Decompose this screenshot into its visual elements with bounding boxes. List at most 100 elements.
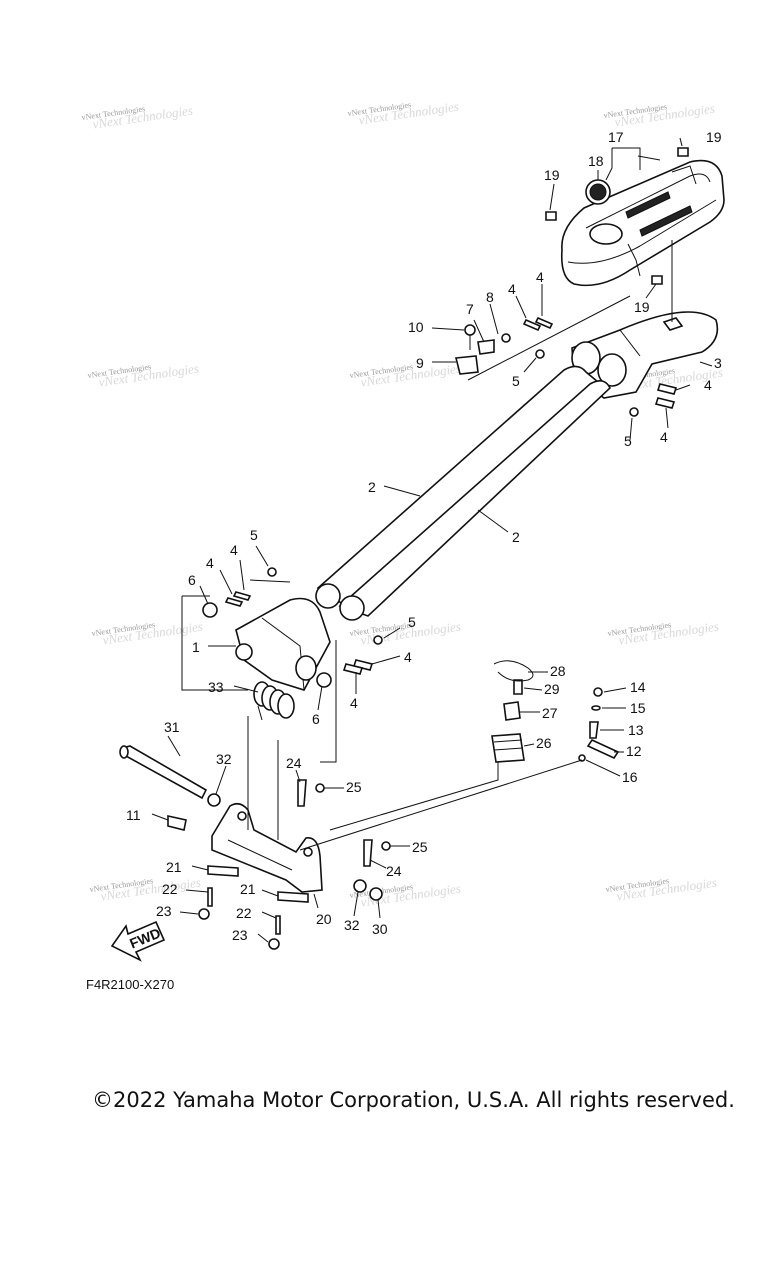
callout-4: 4 — [536, 269, 544, 285]
emblem — [585, 179, 611, 205]
callout-18: 18 — [588, 153, 604, 169]
screw-14 — [593, 687, 603, 697]
fwd-arrow: FWD — [110, 920, 166, 962]
callout-27: 27 — [542, 705, 558, 721]
callout-25: 25 — [412, 839, 428, 855]
cable-end — [513, 679, 523, 695]
callout-28: 28 — [550, 663, 566, 679]
callout-22: 22 — [162, 881, 178, 897]
callout-33: 33 — [208, 679, 224, 695]
watermark: vNext Technologies vNext Technologies — [91, 619, 204, 648]
reference-lines — [181, 155, 673, 851]
watermark: vNext Technologies vNext Technologies — [607, 619, 720, 648]
callout-4: 4 — [404, 649, 412, 665]
callout-23: 23 — [232, 927, 248, 943]
leader-lines — [151, 137, 713, 943]
callout-30: 31 — [164, 719, 180, 735]
watermark: vNext Technologies vNext Technologies — [349, 361, 462, 390]
lever — [589, 721, 599, 739]
callout-11: 11 — [126, 807, 141, 823]
callouts: 17 18 19 19 19 3 4 4 5 4 4 5 8 7 10 9 2 … — [126, 129, 722, 943]
pivot-bolt — [119, 745, 208, 800]
callout-9: 9 — [416, 355, 424, 371]
callout-2: 2 — [368, 479, 376, 495]
callout-22: 22 — [236, 905, 252, 921]
callout-12: 12 — [626, 743, 642, 759]
callout-14: 14 — [630, 679, 646, 695]
callout-19: 19 — [544, 167, 560, 183]
screw-8 — [501, 333, 511, 343]
callout-32: 32 — [344, 917, 360, 933]
callout-5: 5 — [408, 614, 416, 630]
nut — [198, 908, 280, 950]
watermark: vNext Technologies vNext Technologies — [349, 619, 462, 648]
clip-7 — [477, 339, 495, 355]
callout-32: 32 — [216, 751, 232, 767]
callout-6: 6 — [188, 572, 196, 588]
watermark: vNext Technologies vNext Technologies — [347, 99, 460, 128]
callout-10: 10 — [408, 319, 424, 335]
plate — [207, 865, 309, 903]
callout-16: 16 — [622, 769, 638, 785]
watermark: vNext Technologies vNext Technologies — [81, 103, 194, 132]
callout-4: 4 — [508, 281, 516, 297]
callout-5: 5 — [624, 433, 632, 449]
callout-5: 5 — [512, 373, 520, 389]
torsion-spring — [253, 681, 295, 721]
callout-13: 13 — [628, 722, 644, 738]
pole-holder — [235, 597, 331, 691]
handle-bracket — [571, 311, 719, 399]
callout-21: 21 — [240, 881, 256, 897]
collar — [202, 602, 332, 688]
callout-21: 21 — [166, 859, 182, 875]
washer — [207, 793, 367, 893]
drawing-code: F4R2100-X270 — [86, 977, 175, 992]
callout-4: 4 — [230, 542, 238, 558]
callout-17: 17 — [608, 129, 624, 145]
callout-5: 5 — [250, 527, 258, 543]
mounting-bolt — [207, 887, 281, 935]
callout-24: 24 — [286, 755, 302, 771]
bolt-10 — [464, 324, 476, 350]
bolt-4 — [224, 316, 678, 675]
callout-25: 25 — [346, 779, 362, 795]
callout-1: 1 — [192, 639, 200, 655]
base-bracket — [211, 802, 323, 893]
stopper — [167, 815, 187, 831]
callout-20: 20 — [316, 911, 332, 927]
callout-19: 19 — [634, 299, 650, 315]
callout-29: 29 — [544, 681, 560, 697]
watermark: vNext Technologies vNext Technologies — [605, 875, 718, 904]
screw-5 — [267, 349, 639, 645]
callout-4: 4 — [660, 429, 668, 445]
callout-15: 15 — [630, 700, 646, 716]
watermark: vNext Technologies vNext Technologies — [603, 101, 716, 130]
callout-4: 4 — [350, 695, 358, 711]
handle-pole — [315, 365, 611, 621]
callout-6: 6 — [312, 711, 320, 727]
watermark: vNext Technologies vNext Technologies — [87, 361, 200, 390]
ring — [578, 754, 586, 762]
callout-3: 3 — [714, 355, 722, 371]
callout-31: 30 — [372, 921, 388, 937]
callout-4: 4 — [206, 555, 214, 571]
callout-19: 19 — [706, 129, 722, 145]
watermark: vNext Technologies vNext Technologies — [349, 881, 462, 910]
cable-nut — [503, 701, 521, 721]
cable-tie — [493, 660, 534, 682]
copyright-notice: ©2022 Yamaha Motor Corporation, U.S.A. A… — [92, 1088, 735, 1112]
callout-7: 7 — [466, 301, 474, 317]
grommet — [491, 733, 525, 763]
callout-2: 2 — [512, 529, 520, 545]
handle-pad — [560, 159, 725, 287]
callout-26: 26 — [536, 735, 552, 751]
bracket-9 — [454, 355, 479, 375]
callout-23: 23 — [156, 903, 172, 919]
screw-19 — [545, 147, 689, 285]
pin — [586, 738, 620, 760]
watermark: vNext Technologies vNext Technologies — [89, 875, 202, 904]
callout-4: 4 — [704, 377, 712, 393]
washer-15 — [591, 705, 601, 711]
callout-24: 24 — [386, 863, 402, 879]
